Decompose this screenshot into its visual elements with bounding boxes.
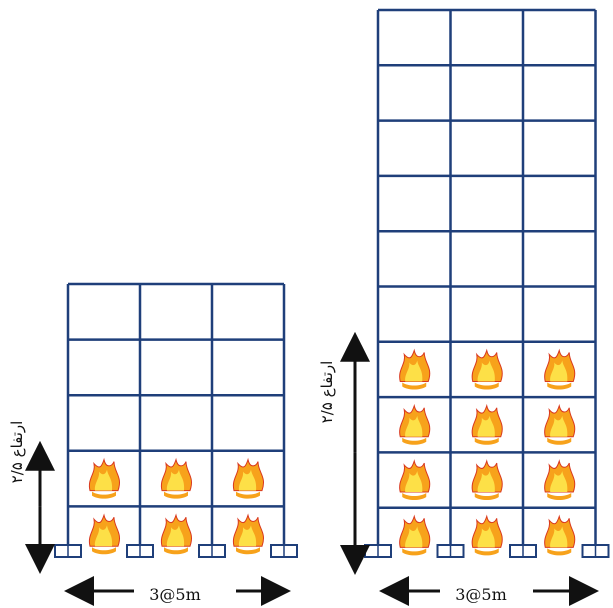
fire-icon: [544, 514, 576, 556]
flame-inner: [405, 360, 423, 382]
flame-inner: [94, 525, 113, 547]
flame-base: [236, 491, 260, 499]
flame-base: [474, 548, 499, 556]
fire-icon: [544, 348, 576, 390]
flame-inner: [238, 469, 257, 491]
flame-inner: [550, 471, 568, 493]
fire-icon: [399, 403, 431, 445]
flame-base: [92, 491, 116, 499]
short-frame: [25, 282, 298, 606]
fire-icon: [232, 457, 264, 499]
flame-base: [92, 547, 116, 555]
fire-icon: [399, 459, 431, 501]
fire-icon: [471, 514, 503, 556]
flame-base: [164, 547, 188, 555]
fire-icon: [88, 457, 120, 499]
fire-icon: [399, 514, 431, 556]
flame-base: [547, 548, 572, 556]
flame-base: [547, 382, 572, 390]
flame-inner: [477, 526, 495, 548]
flame-inner: [477, 360, 495, 382]
flame-inner: [477, 471, 495, 493]
flame-base: [402, 493, 427, 501]
tall-frame-height-label: ارتفاع ۲/۵: [318, 361, 336, 424]
flame-base: [474, 493, 499, 501]
flame-inner: [477, 415, 495, 437]
flame-base: [474, 437, 499, 445]
flame-base: [402, 548, 427, 556]
tall-frame: [340, 8, 610, 606]
fire-icon: [160, 513, 192, 555]
flame-inner: [550, 415, 568, 437]
flame-inner: [405, 526, 423, 548]
flame-inner: [94, 469, 113, 491]
flame-base: [474, 382, 499, 390]
fire-icon: [471, 459, 503, 501]
flame-inner: [238, 525, 257, 547]
fire-icon: [544, 403, 576, 445]
flame-inner: [166, 469, 185, 491]
flame-inner: [405, 415, 423, 437]
flame-base: [236, 547, 260, 555]
tall-frame-span-label: 3@5m: [455, 585, 507, 604]
flame-inner: [550, 526, 568, 548]
flame-base: [402, 382, 427, 390]
flame-base: [547, 437, 572, 445]
fire-icon: [160, 457, 192, 499]
fire-icon: [399, 348, 431, 390]
short-frame-span-label: 3@5m: [149, 585, 201, 604]
flame-base: [164, 491, 188, 499]
flame-base: [547, 493, 572, 501]
flame-inner: [166, 525, 185, 547]
fire-icon: [88, 513, 120, 555]
fire-icon: [471, 403, 503, 445]
fire-icon: [471, 348, 503, 390]
flame-inner: [550, 360, 568, 382]
short-frame-height-label: ارتفاع ۲/۵: [8, 421, 26, 484]
fire-icon: [232, 513, 264, 555]
fire-icon: [544, 459, 576, 501]
flame-inner: [405, 471, 423, 493]
flame-base: [402, 437, 427, 445]
